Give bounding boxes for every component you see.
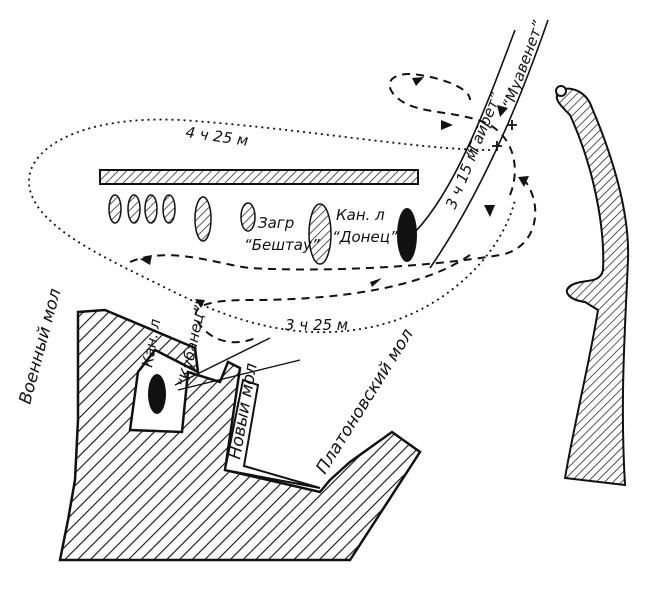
route-arrows <box>140 77 529 308</box>
ship-label-donets: Кан. л <box>336 206 385 224</box>
route-dashed-lower <box>129 174 537 271</box>
breakwater <box>99 169 419 185</box>
ship-label-beshtau: “Бештау” <box>244 236 320 254</box>
arrow <box>497 105 508 117</box>
ship-hull <box>194 196 212 242</box>
ship-label-muavenet: “Муавенет” <box>499 18 548 111</box>
routes <box>28 19 549 391</box>
ship-kubanets <box>148 374 166 414</box>
right-shore <box>555 87 630 487</box>
ship-beshtau <box>240 202 256 232</box>
harbor-land <box>58 308 422 562</box>
route-dashed-loop <box>388 73 516 196</box>
platonovsky-pier <box>223 378 321 489</box>
route-time-label: 3 ч 25 м <box>285 316 348 334</box>
arrow <box>484 205 495 217</box>
route-muavenet <box>429 19 549 269</box>
anchored-ships <box>108 194 417 414</box>
ship-hull <box>144 194 158 224</box>
arrow <box>195 299 205 308</box>
arrow <box>441 120 453 130</box>
route-kubanets-fan <box>174 337 301 391</box>
ship-label-beshtau: Загр <box>258 214 294 232</box>
route-dashed-return <box>194 254 471 344</box>
arrow <box>370 278 382 287</box>
arrow <box>518 176 529 187</box>
route-time-label: 4 ч 25 м <box>184 123 249 150</box>
cross-mark <box>507 120 517 130</box>
ship-donets-hatched <box>308 203 332 265</box>
cross-mark <box>492 141 502 151</box>
cape-point <box>555 85 567 97</box>
ship-hull <box>108 194 122 224</box>
ship-donets <box>397 208 417 262</box>
arrow <box>412 77 424 86</box>
pier-label-voenny: Военный мол <box>16 286 66 406</box>
ship-hull <box>127 194 141 224</box>
arrow <box>140 255 152 265</box>
ship-label-donets: “Донец” <box>332 228 398 246</box>
cross-marks <box>492 120 517 151</box>
ship-hull <box>162 194 176 224</box>
route-gairet <box>414 29 516 233</box>
